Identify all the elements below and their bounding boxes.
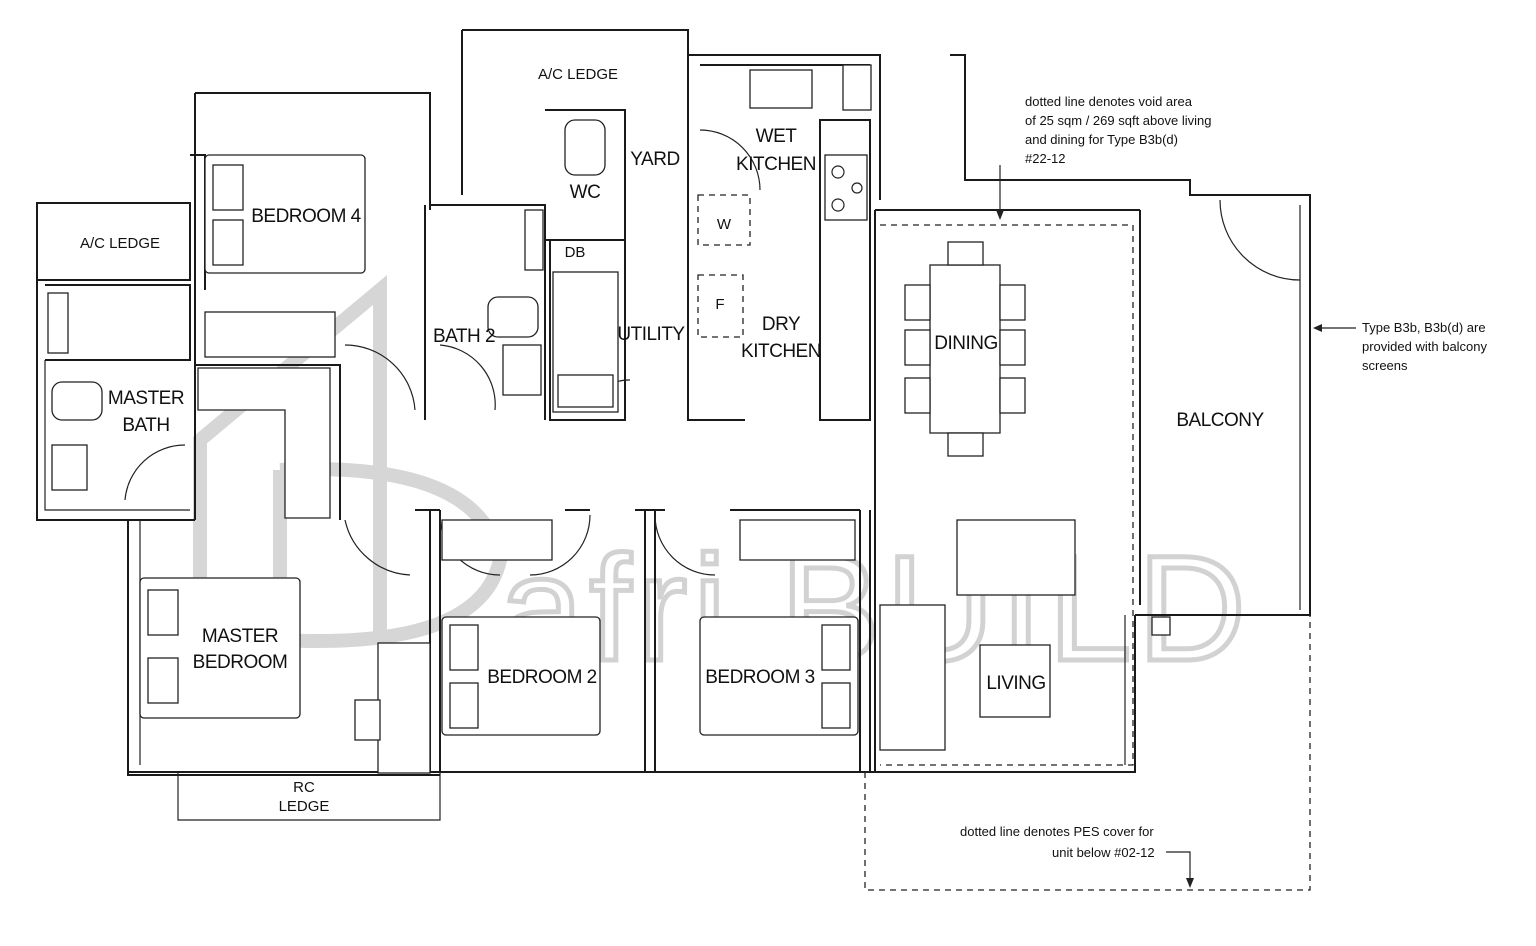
- rc-ledge-label-2: LEDGE: [279, 798, 330, 815]
- yard-label: YARD: [630, 149, 679, 170]
- wardrobe-master: [197, 367, 331, 519]
- walls: [36, 29, 1311, 821]
- watermark: afri.BUILD: [193, 275, 1252, 695]
- db-label: DB: [565, 244, 586, 261]
- basin-icon: [502, 344, 542, 396]
- living-label: LIVING: [986, 673, 1045, 694]
- void-note-line1: dotted line denotes void area: [1025, 94, 1193, 109]
- ac-ledge-top-label: A/C LEDGE: [538, 66, 618, 83]
- room-labels: A/C LEDGE A/C LEDGE BEDROOM 4 WC YARD WE…: [80, 66, 1265, 815]
- bedside-table: [354, 699, 381, 741]
- wardrobe-bedroom3: [739, 519, 856, 561]
- bath2-label: BATH 2: [433, 326, 495, 347]
- dry-kitchen-label-2: KITCHEN: [741, 341, 821, 362]
- bedroom4-label: BEDROOM 4: [251, 206, 361, 227]
- utility-sink: [557, 374, 614, 408]
- pes-cover-dotted-line: [864, 615, 1311, 891]
- balcony-label: BALCONY: [1176, 410, 1264, 431]
- watermark-text: afri.BUILD: [500, 524, 1252, 692]
- bedroom2-label: BEDROOM 2: [487, 667, 597, 688]
- toilet-icon: [51, 381, 103, 421]
- pillow-icon: [449, 682, 479, 729]
- fridge-label: F: [715, 296, 724, 313]
- void-area-dotted-line: [880, 224, 1134, 766]
- shower-icon: [47, 292, 69, 354]
- tv-console: [879, 604, 946, 751]
- chair-icon: [904, 329, 931, 366]
- utility-label: UTILITY: [617, 324, 685, 345]
- ac-ledge-left-label: A/C LEDGE: [80, 235, 160, 252]
- master-bath-label-1: MASTER: [108, 388, 184, 409]
- annotations: dotted line denotes void area of 25 sqm …: [960, 94, 1488, 888]
- pillow-icon: [147, 589, 179, 636]
- pillow-icon: [147, 657, 179, 704]
- chair-icon: [999, 377, 1026, 414]
- screens-note-line1: Type B3b, B3b(d) are: [1362, 320, 1486, 335]
- screens-note-line3: screens: [1362, 358, 1408, 373]
- chair-icon: [947, 241, 984, 266]
- wardrobe-bedroom4: [204, 311, 336, 358]
- shower-icon: [524, 209, 544, 271]
- master-wardrobe: [377, 642, 431, 774]
- master-bedroom-label-1: MASTER: [202, 626, 278, 647]
- pes-note-line2: unit below #02-12: [1052, 845, 1155, 860]
- pillow-icon: [821, 682, 851, 729]
- screens-note-line2: provided with balcony: [1362, 339, 1488, 354]
- column-icon: [1151, 616, 1171, 636]
- wardrobe-bedroom2: [441, 519, 553, 561]
- bed-bedroom4: [204, 154, 366, 274]
- bed-master: [139, 577, 301, 719]
- coffee-table: [979, 644, 1051, 718]
- pillow-icon: [212, 219, 244, 266]
- washer-icon: [697, 194, 751, 246]
- furniture: [47, 64, 1171, 774]
- void-note-line4: #22-12: [1025, 151, 1065, 166]
- pillow-icon: [821, 624, 851, 671]
- master-bath-label-2: BATH: [122, 415, 169, 436]
- chair-icon: [904, 284, 931, 321]
- shower-icon: [842, 64, 872, 111]
- wet-kitchen-label-1: WET: [756, 126, 798, 147]
- wc-label: WC: [570, 182, 601, 203]
- void-note-line3: and dining for Type B3b(d): [1025, 132, 1178, 147]
- bedroom3-label: BEDROOM 3: [705, 667, 815, 688]
- pillow-icon: [212, 164, 244, 211]
- master-bedroom-label-2: BEDROOM: [193, 652, 288, 673]
- sofa: [956, 519, 1076, 596]
- pes-note-line1: dotted line denotes PES cover for: [960, 824, 1154, 839]
- dry-kitchen-label-1: DRY: [762, 314, 801, 335]
- toilet-icon: [564, 119, 606, 176]
- chair-icon: [904, 377, 931, 414]
- bed-bedroom2: [441, 616, 601, 736]
- washer-label: W: [717, 216, 732, 233]
- dining-label: DINING: [934, 333, 998, 354]
- chair-icon: [999, 284, 1026, 321]
- chair-icon: [947, 432, 984, 457]
- void-note-line2: of 25 sqm / 269 sqft above living: [1025, 113, 1211, 128]
- pillow-icon: [449, 624, 479, 671]
- pes-arrow: [1166, 851, 1191, 885]
- toilet-icon: [487, 296, 539, 338]
- fridge-icon: [697, 274, 744, 338]
- stove-icon: [824, 154, 868, 221]
- bed-bedroom3: [699, 616, 859, 736]
- kitchen-sink-icon: [749, 69, 813, 109]
- basin-icon: [51, 444, 88, 491]
- chair-icon: [999, 329, 1026, 366]
- rc-ledge-label-1: RC: [293, 779, 315, 796]
- wet-kitchen-label-2: KITCHEN: [736, 154, 816, 175]
